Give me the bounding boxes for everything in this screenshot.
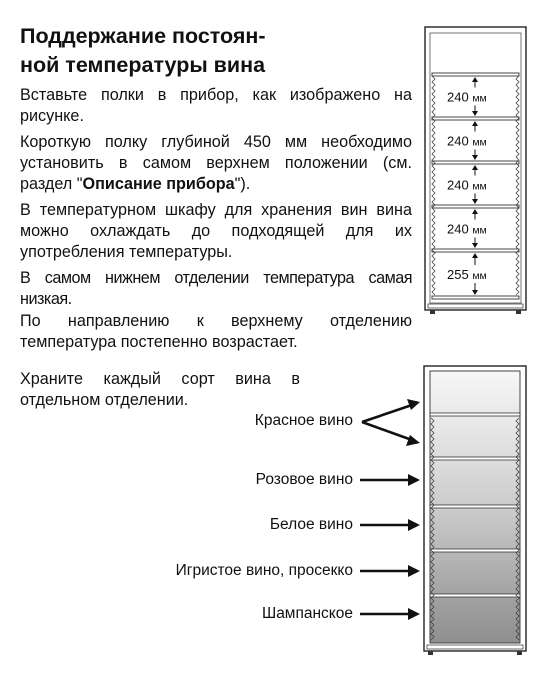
section-title-line1: Поддержание постоян- bbox=[20, 24, 266, 48]
shelves-top bbox=[431, 72, 520, 300]
shelf-height-unit: мм bbox=[472, 93, 486, 105]
dimension-arrow-icon bbox=[472, 290, 478, 295]
shelf-bottom-5 bbox=[429, 593, 521, 598]
compartment-1 bbox=[429, 413, 521, 459]
arrow-head-red-down bbox=[406, 435, 420, 446]
shelf-top-0 bbox=[431, 72, 520, 77]
arrow-red-wine-up bbox=[361, 403, 413, 424]
arrow-head-sparkling bbox=[408, 565, 420, 577]
dimension-label-bg bbox=[445, 220, 507, 237]
shelf-height-0: 240 мм bbox=[447, 90, 487, 105]
paragraph-bottom-coldest: В самом нижнем отделении температура сам… bbox=[20, 269, 413, 308]
shelf-bottom-2 bbox=[429, 456, 521, 461]
compartment-0 bbox=[429, 370, 521, 415]
side-rails-top bbox=[431, 75, 520, 296]
shelf-top-4 bbox=[431, 248, 520, 253]
dimension-arrow-icon bbox=[472, 155, 478, 160]
paragraph-store-each-wine: Храните каждый сорт вина в отдельном отд… bbox=[20, 370, 300, 409]
side-rails-bottom bbox=[430, 417, 520, 641]
dimension-arrow-icon bbox=[472, 209, 478, 214]
arrow-head-red-up bbox=[407, 399, 420, 410]
label-champagne: Шампанское bbox=[261, 605, 353, 622]
dimension-arrow-icon bbox=[472, 243, 478, 248]
arrow-head-champagne bbox=[408, 608, 420, 620]
shelf-height-unit: мм bbox=[472, 137, 486, 149]
dimension-label-bg bbox=[445, 266, 507, 282]
cabinet-diagram-top: 240 мм 240 мм 240 мм 240 мм 255 мм bbox=[424, 26, 527, 314]
dimension-arrow-icon bbox=[472, 199, 478, 204]
dimension-arrow-icon bbox=[472, 165, 478, 170]
cabinet-diagram-bottom bbox=[423, 365, 527, 655]
shelf-height-1: 240 мм bbox=[447, 134, 487, 149]
compartments-bottom bbox=[429, 370, 521, 644]
device-description-ref: Описание прибора bbox=[82, 175, 235, 193]
shelf-height-3: 240 мм bbox=[447, 222, 487, 237]
arrow-head-white bbox=[408, 519, 420, 531]
shelf-height-2: 240 мм bbox=[447, 178, 487, 193]
label-rose-wine: Розовое вино bbox=[255, 471, 353, 488]
compartment-5 bbox=[429, 594, 521, 644]
compartment-3 bbox=[429, 505, 521, 551]
section-title-line2: ной температуры вина bbox=[20, 53, 266, 77]
shelf-top-1 bbox=[431, 116, 520, 121]
paragraph-cooling: В температурном шкафу для хранения вин в… bbox=[20, 201, 412, 261]
shelf-bottom-1 bbox=[429, 412, 521, 417]
dimension-arrow-icon bbox=[472, 111, 478, 116]
shelf-bottom-4 bbox=[429, 548, 521, 553]
dimension-arrow-icon bbox=[472, 77, 478, 82]
dimension-label-bg bbox=[445, 132, 507, 149]
shelf-height-4: 255 мм bbox=[447, 267, 487, 282]
label-white-wine: Белое вино bbox=[269, 516, 353, 533]
shelf-top-3 bbox=[431, 204, 520, 209]
dimension-label-bg bbox=[445, 176, 507, 193]
shelf-height-unit: мм bbox=[472, 270, 486, 282]
arrow-head-rose bbox=[408, 474, 420, 486]
dimension-arrow-icon bbox=[472, 121, 478, 126]
arrow-red-wine-down bbox=[361, 420, 413, 442]
shelf-height-labels: 240 мм 240 мм 240 мм 240 мм 255 мм bbox=[445, 77, 507, 295]
paragraph-short-shelf: Короткую полку глубиной 450 мм необходим… bbox=[20, 132, 412, 195]
dimension-label-bg bbox=[445, 88, 507, 105]
shelf-height-unit: мм bbox=[472, 225, 486, 237]
compartment-4 bbox=[429, 549, 521, 596]
dimension-arrow-icon bbox=[472, 253, 478, 258]
paragraph-short-shelf-text: Короткую полку глубиной 450 мм необходим… bbox=[20, 133, 412, 193]
paragraph-short-shelf-end: "). bbox=[234, 175, 251, 193]
compartment-2 bbox=[429, 457, 521, 507]
shelf-top-2 bbox=[431, 160, 520, 165]
shelf-height-unit: мм bbox=[472, 181, 486, 193]
paragraph-temperature-rises: По направлению к верхнему отделению темп… bbox=[20, 312, 412, 351]
shelf-top-5 bbox=[431, 295, 520, 300]
shelf-bottom-3 bbox=[429, 504, 521, 509]
section-title: Поддержание постоян- ной температуры вин… bbox=[20, 22, 320, 80]
wine-arrows bbox=[360, 399, 420, 620]
paragraph-insert-shelves: Вставьте полки в прибор, как изображено … bbox=[20, 86, 412, 125]
label-red-wine: Красное вино bbox=[254, 412, 353, 429]
label-sparkling-wine: Игристое вино, просекко bbox=[175, 562, 353, 579]
